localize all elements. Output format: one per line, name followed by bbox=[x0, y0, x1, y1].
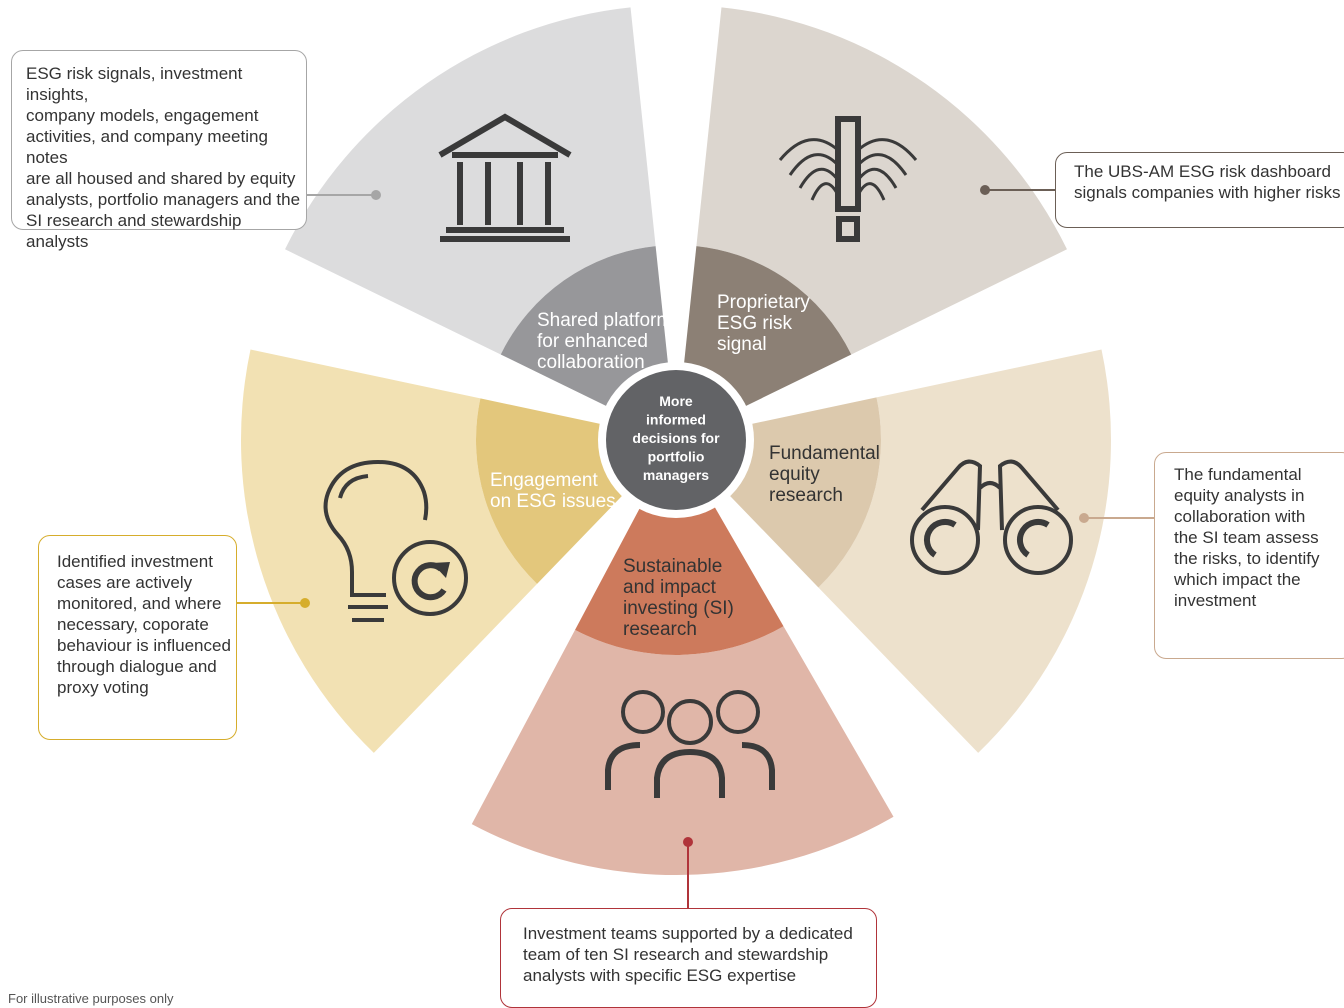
sector-engagement-outer bbox=[241, 349, 538, 753]
binoculars-icon bbox=[910, 459, 1073, 575]
callout-shared-platform: ESG risk signals, investment insights, c… bbox=[11, 50, 307, 251]
sector-fundamental-outer bbox=[818, 349, 1111, 753]
callout-text: The fundamental equity analysts in colla… bbox=[1174, 465, 1320, 610]
connector-dot-shared bbox=[371, 190, 381, 200]
connector-dot-si bbox=[683, 837, 693, 847]
people-group-icon bbox=[605, 690, 775, 798]
callout-esg-risk-signal: The UBS-AM ESG risk dashboard signals co… bbox=[1055, 152, 1344, 228]
footnote: For illustrative purposes only bbox=[8, 991, 174, 1006]
connector-dot-risk bbox=[980, 185, 990, 195]
sector-si-inner bbox=[575, 440, 784, 655]
center-circle bbox=[606, 370, 746, 510]
connector-dot-engagement bbox=[300, 598, 310, 608]
callout-si-research: Investment teams supported by a dedicate… bbox=[500, 908, 877, 1008]
callout-text: Identified investment cases are actively… bbox=[57, 552, 231, 697]
callout-text: The UBS-AM ESG risk dashboard signals co… bbox=[1074, 162, 1341, 202]
callout-text: ESG risk signals, investment insights, c… bbox=[26, 64, 301, 251]
bank-building-icon bbox=[438, 113, 572, 242]
callout-text: Investment teams supported by a dedicate… bbox=[523, 924, 853, 985]
alert-signal-icon bbox=[778, 116, 918, 242]
sector-risk-outer bbox=[696, 7, 1067, 355]
connector-dot-fundamental bbox=[1079, 513, 1089, 523]
sector-shared-outer bbox=[285, 7, 656, 355]
lightbulb-refresh-icon bbox=[323, 459, 468, 622]
callout-fundamental-research: The fundamental equity analysts in colla… bbox=[1154, 452, 1344, 659]
callout-engagement: Identified investment cases are actively… bbox=[38, 535, 237, 740]
